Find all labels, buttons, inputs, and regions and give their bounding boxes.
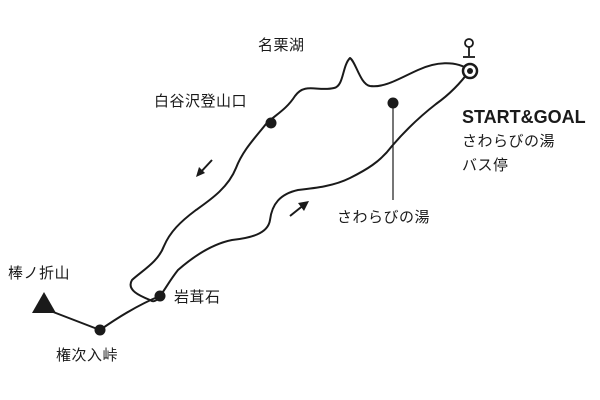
trail-summit-segment (47, 295, 161, 331)
trail-route-inner (159, 69, 471, 297)
label-start-goal: START&GOAL (462, 107, 586, 127)
label-iwatakeishi: 岩茸石 (174, 288, 221, 306)
start-goal-marker-center (467, 68, 473, 74)
label-sawarabi-onsen: さわらびの湯 (337, 208, 431, 226)
sawarabi-onsen-point (387, 97, 399, 109)
label-lake: 名栗湖 (258, 36, 305, 54)
label-bus-stop-line2: バス停 (462, 156, 509, 174)
label-gonjiriritoge-pass: 権次入峠 (56, 346, 119, 364)
iwatakeishi-point (154, 290, 166, 302)
gonjiriritoge-point (94, 324, 106, 336)
summit-triangle-icon (32, 292, 56, 313)
bus-stop-pin-icon (463, 38, 475, 58)
direction-arrow-icon-1 (196, 159, 213, 177)
label-bus-stop-line1: さわらびの湯 (462, 132, 556, 150)
shiratanisawa-trailhead-point (265, 117, 277, 129)
label-bounoreyama-summit: 棒ノ折山 (8, 264, 71, 282)
direction-arrow-icon-2 (289, 201, 309, 217)
label-shiratanisawa-trailhead: 白谷沢登山口 (154, 92, 248, 110)
